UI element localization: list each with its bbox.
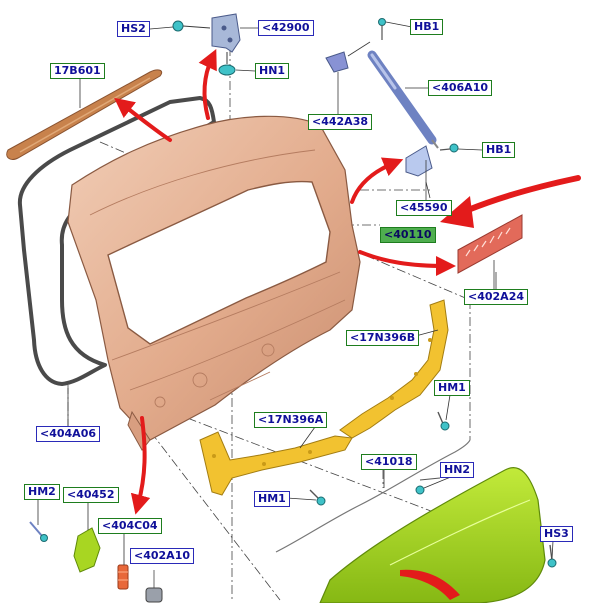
liftgate-window-opening (107, 180, 331, 345)
label-17b601: 17B601 (50, 63, 105, 79)
screw-hm1-left-part (309, 489, 326, 506)
label-404a06: <404A06 (36, 426, 100, 442)
strut-bracket-upper-part (325, 41, 371, 115)
label-406a10: <406A10 (428, 80, 492, 96)
label-hm1-right: HM1 (434, 380, 470, 396)
latch-404c04-part (117, 564, 129, 590)
screw-hs2-part (172, 20, 211, 32)
label-402a10: <402A10 (130, 548, 194, 564)
label-hs2: HS2 (117, 21, 150, 37)
label-42900: <42900 (258, 20, 314, 36)
panel-details (89, 149, 346, 408)
label-45590: <45590 (396, 200, 452, 216)
red-arrows (114, 48, 456, 515)
label-17n396a: <17N396A (254, 412, 328, 428)
label-hm1-left: HM1 (254, 491, 290, 507)
screw-hm1-right-part (437, 411, 450, 431)
label-hb1-mid: HB1 (482, 142, 516, 158)
bolt-hb1-top-part (378, 18, 386, 40)
bumper-reflector (400, 569, 460, 600)
reinforcement-holes (212, 338, 432, 466)
label-442a38: <442A38 (308, 114, 372, 130)
bolt-hb1-mid-part (439, 143, 459, 153)
reinforcement-17n396b-part (339, 299, 449, 439)
gas-strut-part (367, 50, 439, 149)
label-hn1-top: HN1 (255, 63, 290, 79)
label-17n396b: <17N396B (346, 330, 420, 346)
label-hn2: HN2 (440, 462, 475, 478)
weatherstrip-seal (17, 96, 216, 386)
label-hm2: HM2 (24, 484, 60, 500)
bumper-highlight (389, 499, 531, 566)
label-hs3: HS3 (540, 526, 573, 542)
screw-hm2-part (29, 521, 48, 542)
wire-41018-part (275, 439, 471, 553)
label-404c04: <404C04 (98, 518, 162, 534)
label-40452: <40452 (63, 487, 119, 503)
label-40110-highlighted: <40110 (380, 227, 436, 243)
label-402a24: <402A24 (464, 289, 528, 305)
nut-hn1-part (218, 52, 236, 76)
nut-hn2-part (415, 477, 441, 495)
callout-arrow (440, 175, 581, 228)
leader-lines (37, 21, 554, 565)
hinge-bracket-part (211, 13, 241, 53)
bump-stop-40452-part (73, 527, 101, 573)
strut-bracket-lower-part (405, 145, 433, 200)
label-41018: <41018 (361, 454, 417, 470)
label-hb1-top: HB1 (410, 19, 444, 35)
clip-402a10-part (145, 570, 163, 603)
reinforcement-17n396a-part (199, 431, 353, 496)
decal-402a24-part (457, 214, 523, 290)
bumper-panel-part (319, 467, 546, 603)
